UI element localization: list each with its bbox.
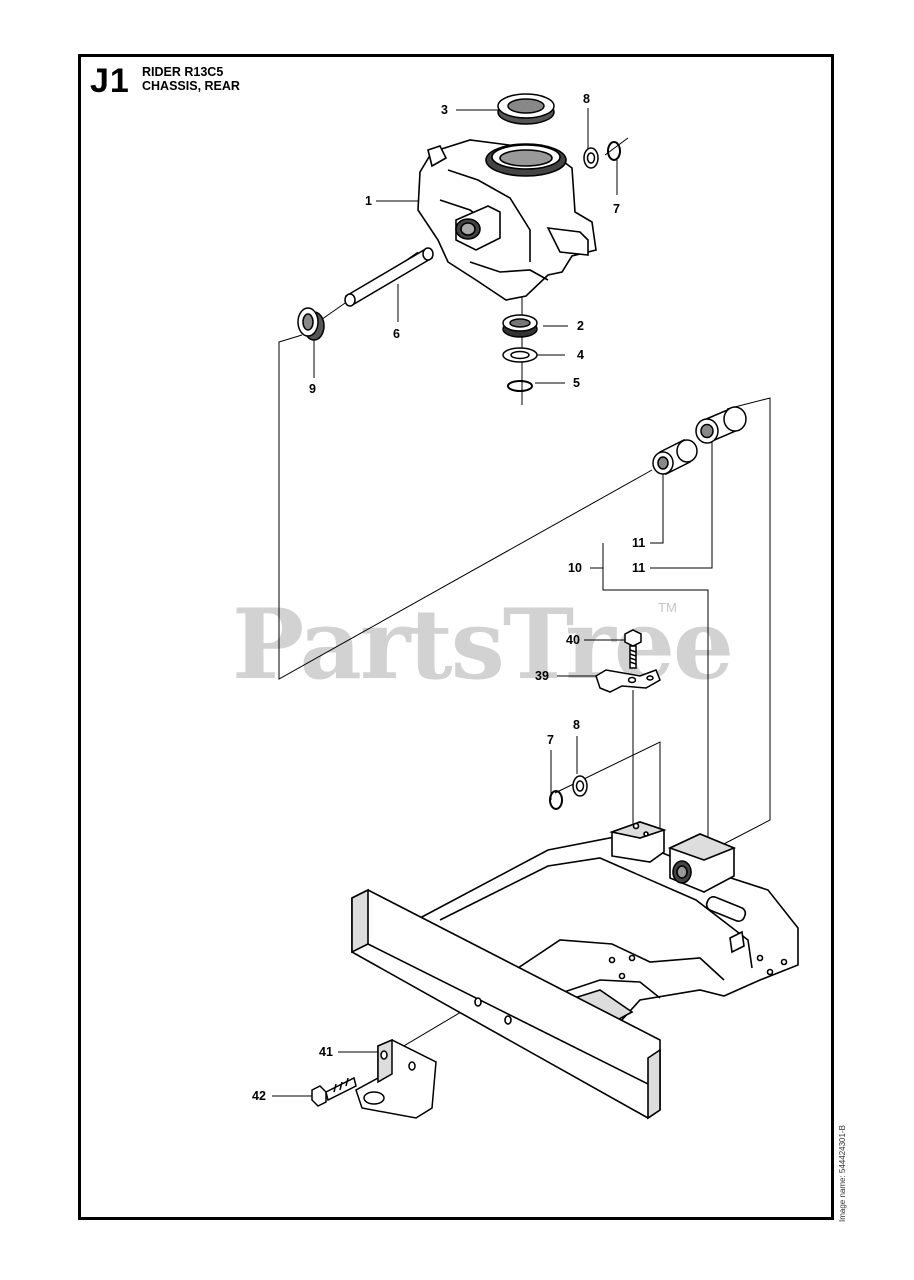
diagram-title: RIDER R13C5 CHASSIS, REAR [142,65,240,93]
title-line-section: CHASSIS, REAR [142,79,240,93]
callout-8-top: 8 [583,92,590,106]
callout-11-a: 11 [632,536,646,550]
image-name-label: Image name: 544424301-B [838,1125,847,1222]
callout-9: 9 [309,382,316,396]
callout-6: 6 [393,327,400,341]
callout-7-top: 7 [613,202,620,216]
callout-8-mid: 8 [573,718,580,732]
callout-39: 39 [535,669,549,683]
callout-1: 1 [365,194,372,208]
callout-7-mid: 7 [547,733,554,747]
callout-3: 3 [441,103,448,117]
callout-11-b: 11 [632,561,646,575]
callout-42: 42 [252,1089,266,1103]
title-line-model: RIDER R13C5 [142,65,224,79]
section-code: J1 [90,62,130,100]
callout-41: 41 [319,1045,333,1059]
callout-10: 10 [568,561,582,575]
callout-4: 4 [577,348,584,362]
callout-40: 40 [566,633,580,647]
diagram-frame [78,54,834,1220]
watermark-trademark: TM [658,600,677,615]
callout-2: 2 [577,319,584,333]
callout-5: 5 [573,376,580,390]
